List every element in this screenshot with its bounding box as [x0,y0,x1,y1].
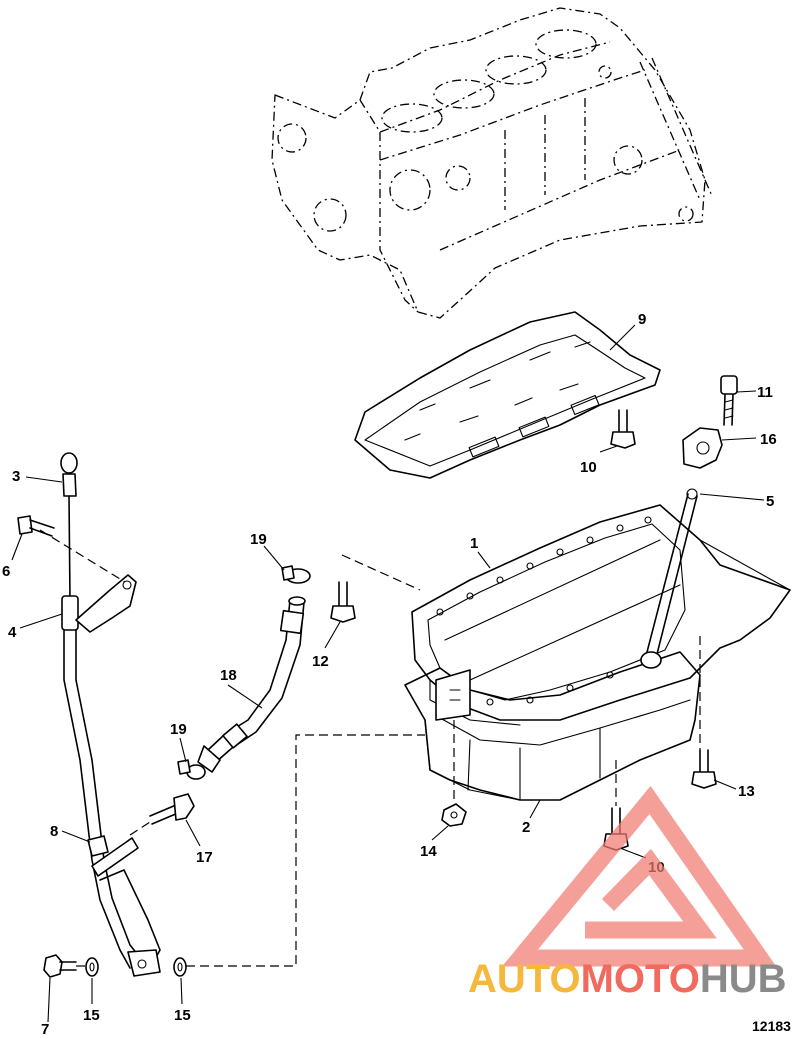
callout-17: 17 [196,849,213,866]
vent-hose [197,596,306,773]
bolt-17 [149,793,195,825]
bolt-11 [720,375,738,426]
automotohub-watermark: AUTOMOTOHUB [468,785,787,1001]
bolt-10-top [610,409,636,449]
callout-19b: 19 [170,721,187,738]
svg-text:AUTOMOTOHUB: AUTOMOTOHUB [468,957,787,1001]
washer-15a [85,957,99,977]
dipstick [60,452,78,601]
oil-pan-gasket [354,311,661,479]
dipstick-guide-tube [61,574,161,977]
callout-14: 14 [420,843,437,860]
callout-7: 7 [41,1021,49,1038]
assembly-lines [39,529,701,967]
drain-plug-7 [43,954,77,978]
washer-15b [173,957,187,977]
engine-block-outline [271,7,713,319]
callout-15a: 15 [83,1007,100,1024]
callout-12: 12 [312,653,329,670]
watermark-triangle-logo [501,785,777,967]
callout-9: 9 [638,311,646,328]
hose-clamp-19b [177,759,206,780]
callout-2: 2 [522,819,530,836]
callout-6: 6 [2,563,10,580]
bolt-12 [330,581,356,623]
callout-10a: 10 [580,459,597,476]
callout-labels: 1 2 3 4 5 6 7 8 9 10 10 11 12 13 14 15 1… [2,311,777,1038]
leader-lines [11,324,765,1023]
bolt-13 [691,749,717,789]
callout-18: 18 [220,667,237,684]
tube-flange [682,427,723,469]
watermark-text-hub: HUB [700,957,787,1001]
callout-8: 8 [50,823,58,840]
callout-5: 5 [766,493,774,510]
callout-3: 3 [12,468,20,485]
callout-11: 11 [757,384,773,401]
figure-number: 12183 [752,1018,791,1034]
nut-14 [441,803,467,827]
callout-15b: 15 [174,1007,191,1024]
dipstick-tube [640,488,698,669]
callout-13: 13 [738,783,755,800]
callout-1: 1 [470,535,478,552]
hose-clamp-19a [281,565,311,584]
callout-4: 4 [8,624,17,641]
callout-16: 16 [760,431,777,448]
watermark-text-auto: AUTO [468,957,581,1001]
watermark-text-moto: MOTO [581,957,700,1001]
bolt-6 [17,515,55,537]
callout-19a: 19 [250,531,267,548]
oil-pan-lower [404,651,701,801]
watermark-inner-mark [585,848,717,939]
